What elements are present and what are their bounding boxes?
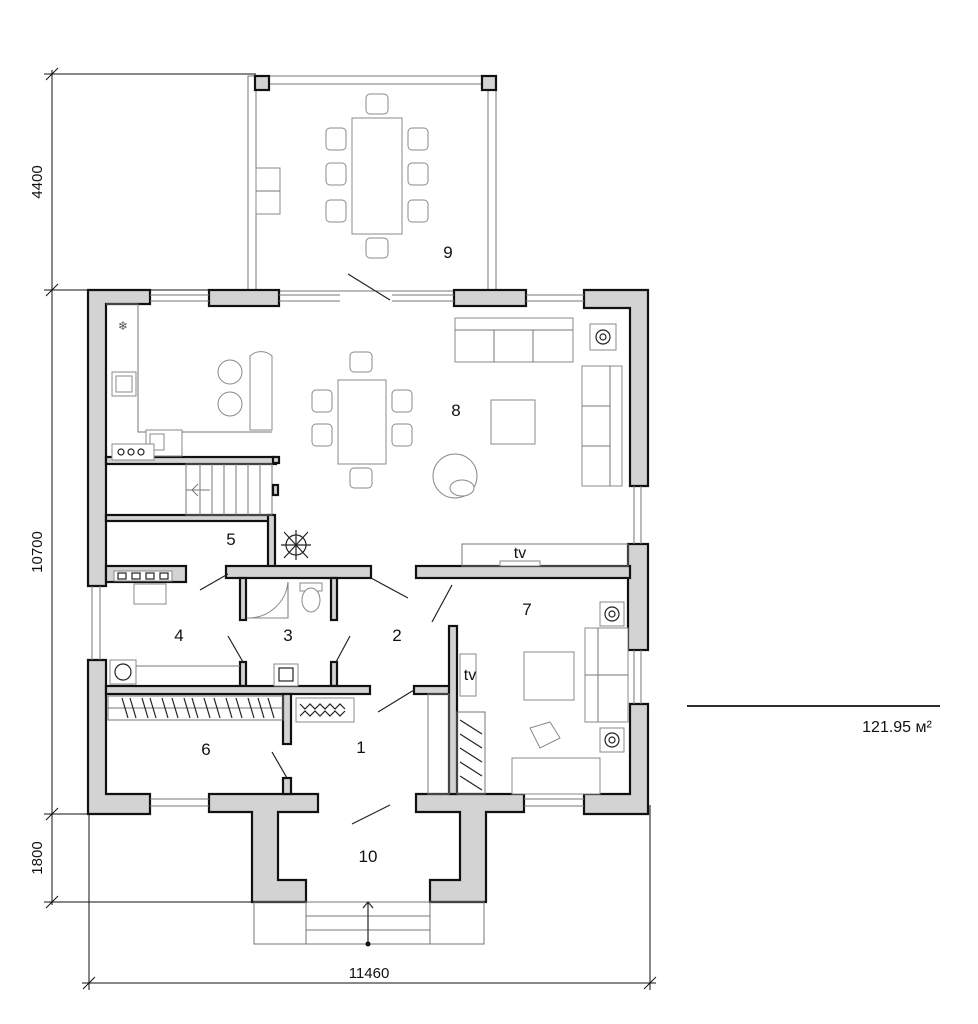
dimension-house-depth: 10700 xyxy=(29,531,46,573)
wardrobe xyxy=(107,695,284,721)
staircase xyxy=(185,463,273,516)
room-label-4: 4 xyxy=(174,626,183,645)
dimension-terrace-depth: 4400 xyxy=(29,165,46,198)
room-label-2: 2 xyxy=(392,626,401,645)
plant xyxy=(281,530,311,560)
tv-label-living: tv xyxy=(514,545,526,562)
room-label-9: 9 xyxy=(443,243,452,262)
tv-label-bedroom: tv xyxy=(464,667,476,684)
boiler-equipment xyxy=(109,570,240,685)
dimension-lines xyxy=(44,67,657,990)
doors xyxy=(199,273,453,825)
windows xyxy=(91,294,642,807)
bedroom-furniture xyxy=(427,601,629,795)
room-label-7: 7 xyxy=(522,600,531,619)
svg-text:❄: ❄ xyxy=(118,319,128,333)
room-label-3: 3 xyxy=(283,626,292,645)
bathroom-fixtures xyxy=(246,581,355,723)
room-label-8: 8 xyxy=(451,401,460,420)
room-label-10: 10 xyxy=(359,847,378,866)
dimension-house-width: 11460 xyxy=(349,965,390,982)
dining-table xyxy=(311,351,413,489)
total-area-label: 121.95 м² xyxy=(862,719,932,736)
room-label-5: 5 xyxy=(226,530,235,549)
dimension-porch-depth: 1800 xyxy=(29,841,46,874)
room-label-6: 6 xyxy=(201,740,210,759)
exterior-walls xyxy=(86,288,650,904)
porch-steps xyxy=(253,901,485,947)
interior-walls xyxy=(104,455,632,796)
room-label-1: 1 xyxy=(356,738,365,757)
kitchen-area: ❄ xyxy=(106,303,273,461)
terrace xyxy=(247,74,498,292)
living-furniture xyxy=(432,317,629,567)
